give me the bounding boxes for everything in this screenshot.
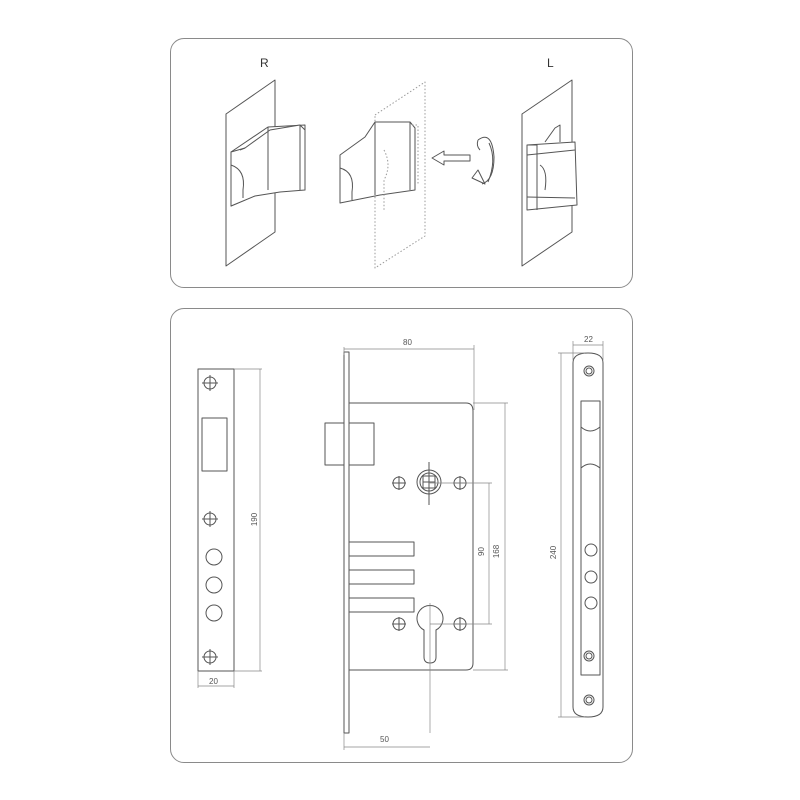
strike-plate-drawing [197,368,262,688]
faceplate-drawing [558,341,604,718]
spindle-icon [416,462,442,505]
lock-backset-dimension: 50 [380,735,389,744]
lock-90-dimension: 90 [476,547,486,556]
screw-hole-icon [202,511,218,527]
reversing-latch-illustration [339,81,426,269]
lock-backset-total-dimension: 80 [403,338,412,347]
left-hand-label: L [547,56,554,70]
lock-168-dimension: 168 [492,544,502,559]
faceplate-width-dimension: 22 [584,335,593,344]
reverse-latch-arrow-icon [431,150,471,166]
lock-body-drawing [324,345,508,750]
faceplate-length-dimension: 240 [549,545,559,560]
dimension-panel [170,308,633,763]
screw-hole-icon [392,476,406,490]
left-hand-latch-illustration [521,79,578,267]
rotate-icon [471,136,495,185]
right-hand-latch-illustration [225,79,306,267]
cylinder-hole-icon [416,603,444,733]
screw-hole-icon [202,375,218,391]
right-hand-label: R [260,56,269,70]
strike-height-dimension: 190 [250,512,260,527]
screw-hole-icon [392,617,406,631]
strike-width-dimension: 20 [209,677,218,686]
screw-hole-icon [202,649,218,665]
